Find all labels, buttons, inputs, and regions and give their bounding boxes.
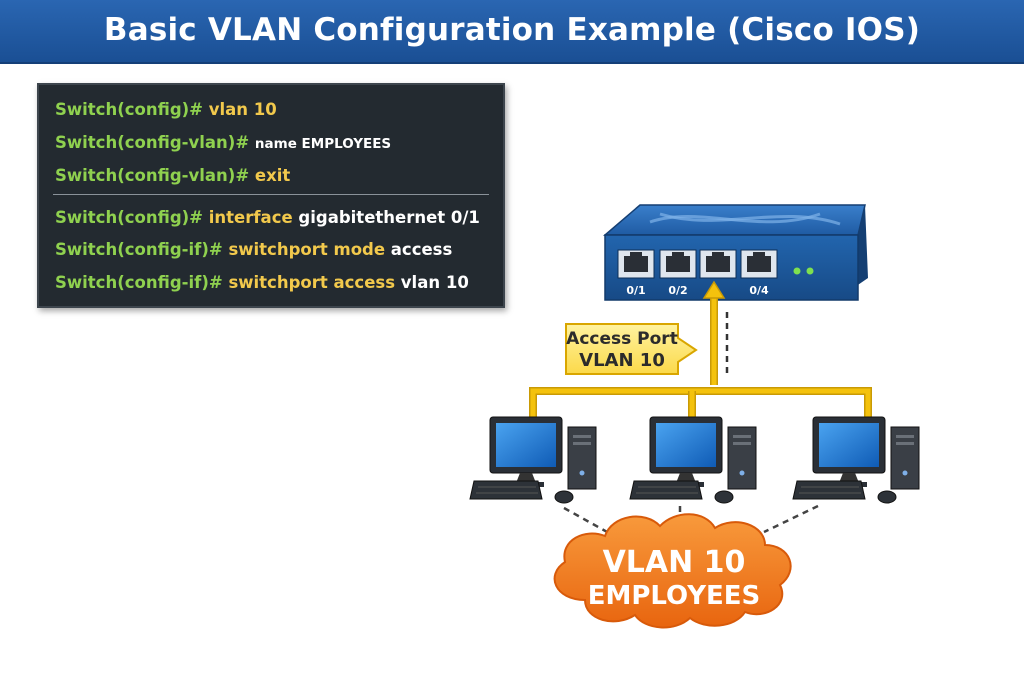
cli-line-3: Switch(config-vlan)# exit [55,163,290,189]
status-led-1 [793,267,801,275]
cloud-line-2: EMPLOYEES [588,581,761,611]
cli-prompt: Switch(config-vlan)# [55,166,250,185]
page-title: Basic VLAN Configuration Example (Cisco … [103,12,921,48]
network-links [529,280,872,540]
cli-line-2: Switch(config-vlan)# name EMPLOYEES [55,130,391,156]
cli-line-1: Switch(config)# vlan 10 [55,97,277,123]
cli-prompt: Switch(config)# [55,100,204,119]
cli-command: switchport access [228,273,396,292]
access-port-callout: Access Port VLAN 10 [565,323,698,375]
status-led-2 [806,267,814,275]
cli-command: switchport mode [228,240,386,259]
cli-line-4: Switch(config)# interface gigabitetherne… [55,205,480,231]
cloud-link-right [763,504,819,534]
callout-line-1: Access Port [566,329,678,349]
vlan-cloud: VLAN 10 EMPLOYEES [553,513,792,629]
switch-logo-swoosh-2 [659,212,841,226]
cli-prompt: Switch(config-if)# [55,273,223,292]
switch-side [836,205,868,300]
computer-1 [469,416,597,504]
cli-line-6: Switch(config-if)# switchport access vla… [55,270,469,296]
cli-argument: access [390,240,453,259]
port-label-2: 0/2 [668,284,687,297]
cli-divider [53,194,489,195]
cli-command: vlan 10 [208,100,277,119]
cli-command: interface [208,208,293,227]
access-bus-line [530,388,871,423]
switch-port-2 [659,249,697,279]
cli-prompt: Switch(config)# [55,208,204,227]
uplink-arrow-icon [702,280,726,299]
network-switch: 0/1 0/2 0/4 [602,204,868,301]
cli-prompt: Switch(config-if)# [55,240,223,259]
switch-ports [617,249,778,279]
port-label-1: 0/1 [626,284,645,297]
cli-terminal: Switch(config)# vlan 10 Switch(config-vla… [37,83,505,308]
cli-prompt: Switch(config-vlan)# [55,133,250,152]
port-label-4: 0/4 [749,284,769,297]
computer-2 [629,416,757,504]
computer-3 [792,416,920,504]
switch-port-3 [699,249,737,279]
cli-command: exit [254,166,291,185]
cli-argument: gigabitethernet 0/1 [298,208,480,227]
cli-argument: vlan 10 [400,273,469,292]
cloud-line-1: VLAN 10 [603,545,746,580]
cli-line-5: Switch(config-if)# switchport mode acces… [55,237,452,263]
callout-line-2: VLAN 10 [579,350,665,371]
cli-argument: name EMPLOYEES [254,136,392,152]
switch-port-4 [740,249,778,279]
switch-port-1 [617,249,655,279]
title-bar: Basic VLAN Configuration Example (Cisco … [0,0,1024,64]
